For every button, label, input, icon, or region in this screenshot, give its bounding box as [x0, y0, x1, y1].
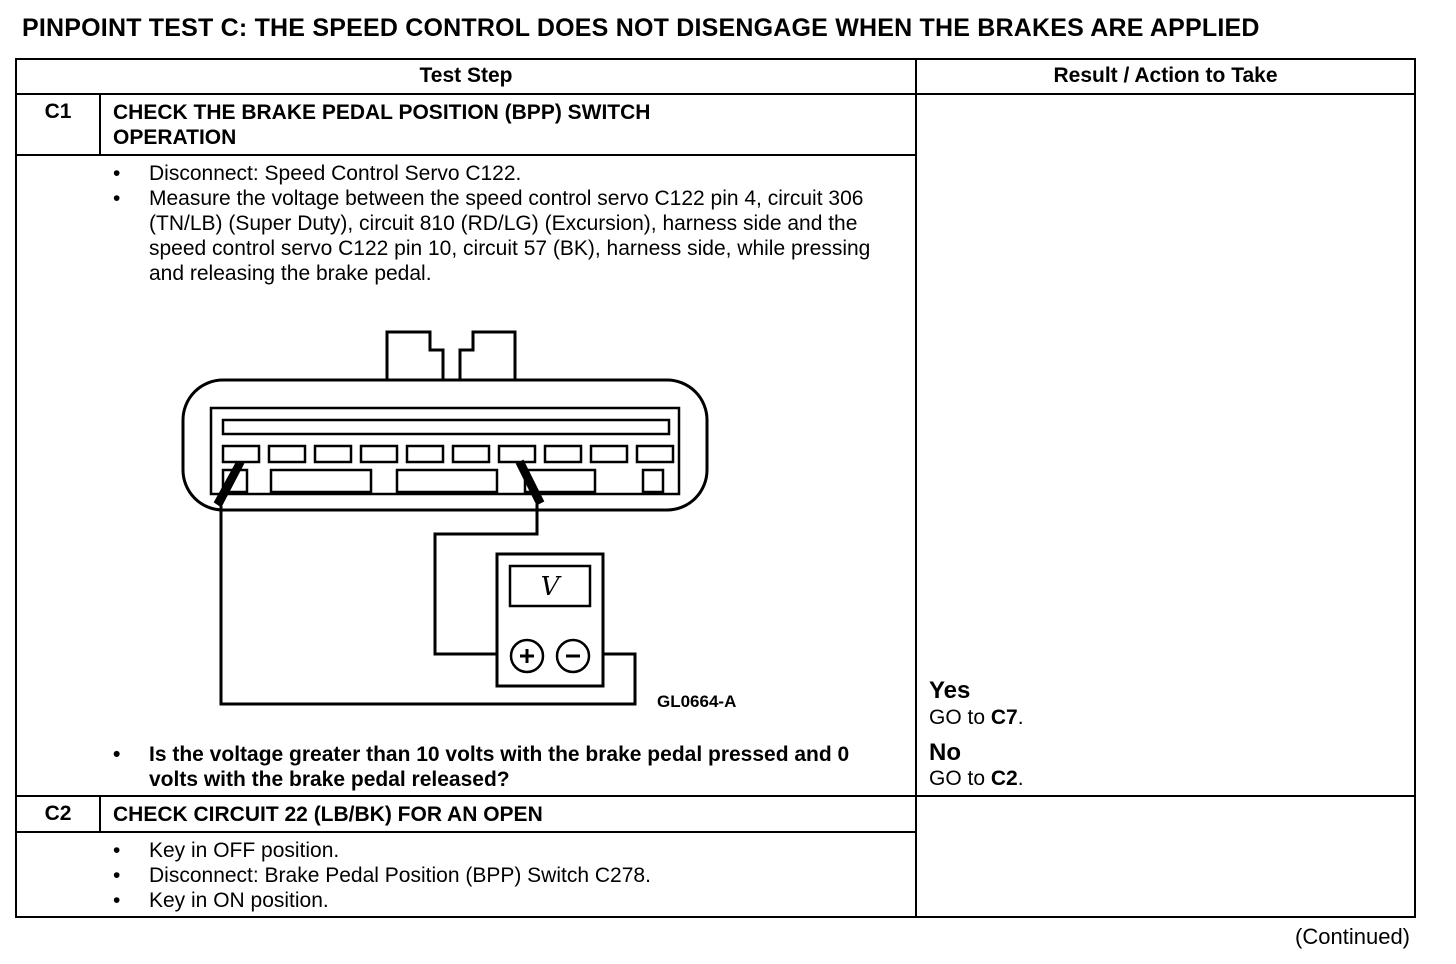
connector-body [209, 406, 681, 496]
result-prefix: GO to [929, 706, 991, 729]
continued-note: (Continued) [1295, 924, 1410, 949]
connector-shell [181, 378, 709, 512]
voltmeter-display [508, 564, 592, 608]
connector-voltmeter-diagram: V [181, 330, 709, 706]
wire-negative [219, 506, 637, 706]
connector-bar [221, 418, 671, 436]
result-yes-action: GO to C7. [929, 706, 1024, 730]
result-prefix: GO to [929, 767, 991, 790]
step-title: CHECK THE BRAKE PEDAL POSITION (BPP) SWI… [113, 100, 813, 150]
step-id-divider-c2 [99, 797, 101, 833]
action-item: Key in OFF position. [113, 838, 893, 863]
step-id: C2 [44, 802, 72, 825]
action-item: Key in ON position. [113, 888, 893, 913]
page-title: PINPOINT TEST C: THE SPEED CONTROL DOES … [22, 14, 1260, 42]
connector-latch [385, 330, 445, 380]
step-title-line: OPERATION [113, 126, 237, 149]
c2-title-divider [17, 831, 915, 833]
connector-latch [458, 330, 517, 380]
pinpoint-test-table: Test Step Result / Action to Take C1 CHE… [15, 58, 1416, 918]
step-id: C1 [44, 100, 72, 123]
result-suffix: . [1017, 706, 1024, 729]
action-item: Disconnect: Speed Control Servo C122. [113, 161, 893, 186]
question-item: Is the voltage greater than 10 volts wit… [113, 742, 893, 792]
wire-positive [433, 504, 539, 656]
result-yes-label: Yes [929, 677, 971, 704]
action-item: Disconnect: Brake Pedal Position (BPP) S… [113, 863, 893, 888]
result-suffix: . [1017, 767, 1024, 790]
probe-right [515, 459, 545, 506]
voltmeter-symbol: V [541, 572, 562, 602]
plus-icon [520, 649, 534, 663]
result-target-link[interactable]: C7 [990, 706, 1018, 729]
action-item: Measure the voltage between the speed co… [113, 186, 893, 286]
c2-divider [17, 795, 1414, 797]
result-target-link[interactable]: C2 [990, 767, 1018, 790]
result-no-action: GO to C2. [929, 767, 1024, 791]
step-question: Is the voltage greater than 10 volts wit… [113, 742, 893, 792]
probe-left [213, 460, 245, 508]
step-title: CHECK CIRCUIT 22 (LB/BK) FOR AN OPEN [113, 803, 543, 826]
header-divider [17, 93, 1414, 95]
connector-pins [221, 444, 675, 464]
step-actions: Disconnect: Speed Control Servo C122. Me… [113, 161, 893, 286]
c1-title-divider [17, 154, 915, 156]
result-column-divider [915, 60, 917, 916]
result-no-label: No [929, 739, 961, 766]
header-result: Result / Action to Take [1053, 64, 1278, 87]
step-id-divider-c1 [99, 95, 101, 156]
header-test-step: Test Step [419, 64, 513, 87]
figure-label: GL0664-A [657, 692, 737, 711]
step-actions: Key in OFF position. Disconnect: Brake P… [113, 838, 893, 913]
step-title-line: CHECK THE BRAKE PEDAL POSITION (BPP) SWI… [113, 101, 651, 124]
